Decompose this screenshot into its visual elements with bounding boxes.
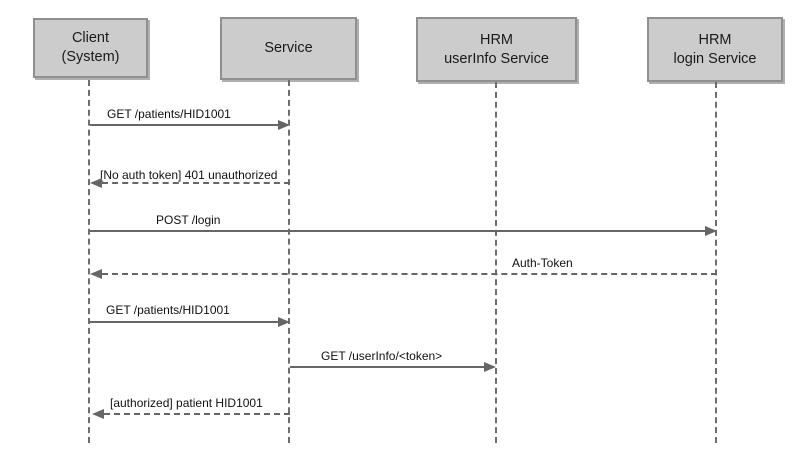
participant-hrm-login: HRM login Service bbox=[647, 17, 783, 82]
participant-service: Service bbox=[220, 17, 357, 80]
message-line bbox=[104, 413, 290, 415]
participant-label-line2: userInfo Service bbox=[444, 50, 549, 67]
participant-hrm-userinfo-label: HRM userInfo Service bbox=[444, 31, 549, 69]
participant-label-line2: (System) bbox=[61, 49, 120, 65]
arrowhead-right-icon bbox=[705, 226, 717, 236]
message-line bbox=[90, 230, 705, 232]
participant-service-label: Service bbox=[264, 39, 312, 58]
message-label: [authorized] patient HID1001 bbox=[110, 396, 263, 410]
arrowhead-right-icon bbox=[278, 317, 290, 327]
message-label: POST /login bbox=[156, 213, 221, 227]
participant-hrm-userinfo: HRM userInfo Service bbox=[416, 17, 577, 82]
arrowhead-left-icon bbox=[90, 269, 102, 279]
arrowhead-left-icon bbox=[90, 178, 102, 188]
message-label: GET /patients/HID1001 bbox=[107, 107, 231, 121]
message-line bbox=[90, 321, 278, 323]
participant-label-line1: HRM bbox=[698, 31, 732, 48]
lifeline-hrm-userinfo bbox=[495, 82, 497, 443]
lifeline-service bbox=[288, 80, 290, 443]
message-line bbox=[90, 124, 278, 126]
arrowhead-left-icon bbox=[92, 409, 104, 419]
participant-label-line2: login Service bbox=[673, 50, 757, 67]
message-line bbox=[102, 182, 290, 184]
message-label: [No auth token] 401 unauthorized bbox=[100, 168, 278, 182]
arrowhead-right-icon bbox=[278, 120, 290, 130]
message-label: Auth-Token bbox=[512, 256, 573, 270]
lifeline-client bbox=[88, 80, 90, 443]
message-label: GET /userInfo/<token> bbox=[321, 349, 443, 363]
participant-label-line1: HRM bbox=[479, 31, 514, 48]
arrowhead-right-icon bbox=[484, 362, 496, 372]
message-line bbox=[290, 366, 484, 368]
participant-label-line1: Client bbox=[71, 30, 110, 47]
participant-hrm-login-label: HRM login Service bbox=[673, 31, 756, 69]
participant-client: Client (System) bbox=[33, 18, 148, 78]
participant-label-line1: Service bbox=[264, 40, 313, 57]
participant-client-label: Client (System) bbox=[62, 29, 120, 67]
lifeline-hrm-login bbox=[715, 82, 717, 443]
message-line bbox=[102, 273, 717, 275]
message-label: GET /patients/HID1001 bbox=[106, 303, 230, 317]
